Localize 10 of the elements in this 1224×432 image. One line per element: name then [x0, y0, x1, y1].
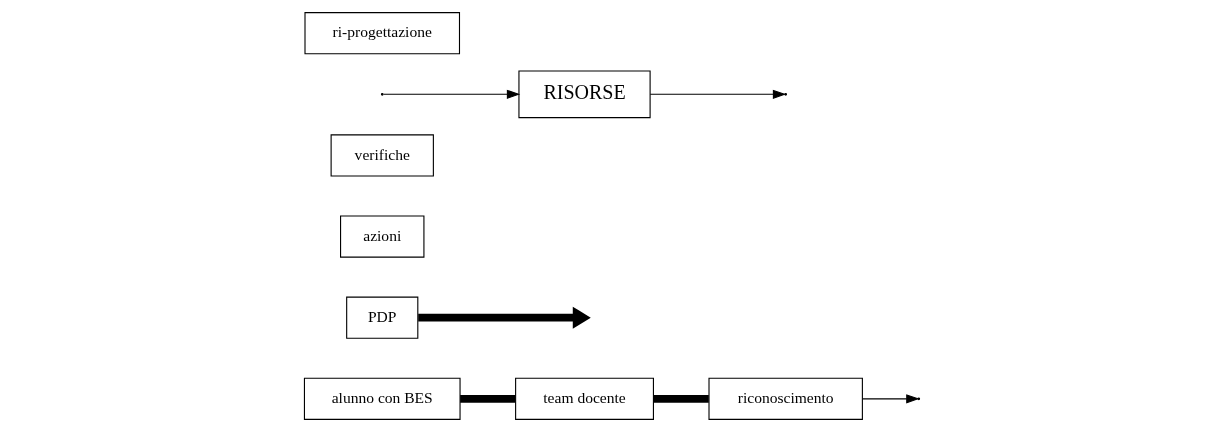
- node-box: PDP: [346, 296, 419, 339]
- node-box: riconoscimento: [708, 377, 863, 420]
- node-box: team docente: [515, 377, 654, 420]
- node-box: alunno con BES: [303, 377, 461, 420]
- arrow: [649, 89, 787, 99]
- node-box: azioni: [340, 215, 425, 258]
- node-box: ri-progettazione: [304, 12, 461, 55]
- node-box: RISORSE: [518, 70, 651, 119]
- node-box: verifiche: [330, 134, 434, 177]
- arrow: [382, 89, 521, 99]
